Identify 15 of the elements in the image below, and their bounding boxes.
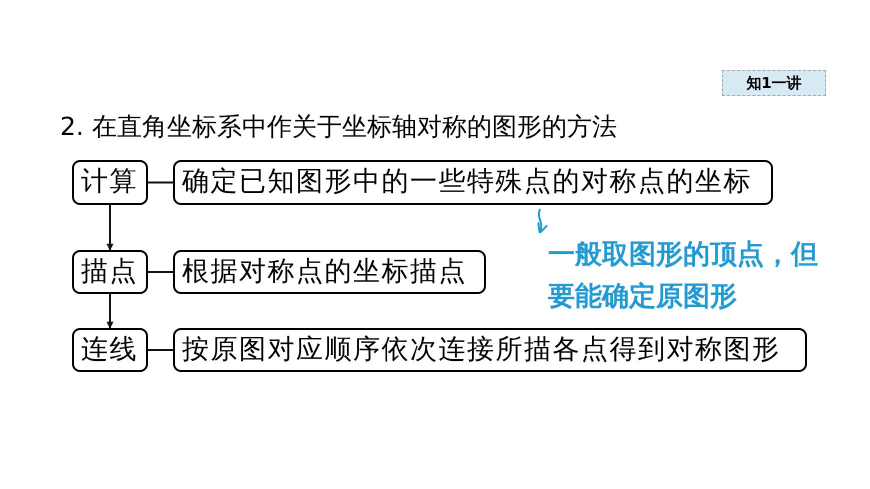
- process-box: 计算: [72, 160, 148, 205]
- process-box: 按原图对应顺序依次连接所描各点得到对称图形: [173, 328, 807, 372]
- arrow: [106, 205, 114, 251]
- connector-line: [148, 271, 173, 273]
- process-box: 确定已知图形中的一些特殊点的对称点的坐标: [173, 160, 773, 205]
- arrow: [106, 294, 114, 329]
- note-text: 一般取图形的顶点，但要能确定原图形: [548, 234, 818, 318]
- process-box: 连线: [72, 328, 148, 372]
- title: 2. 在直角坐标系中作关于坐标轴对称的图形的方法: [60, 111, 617, 143]
- connector-line: [148, 349, 173, 351]
- connector-line: [148, 182, 173, 184]
- arrow: [536, 208, 548, 234]
- section-tag: 知1一讲: [722, 70, 826, 96]
- process-box: 根据对称点的坐标描点: [173, 250, 486, 294]
- process-box: 描点: [72, 250, 148, 294]
